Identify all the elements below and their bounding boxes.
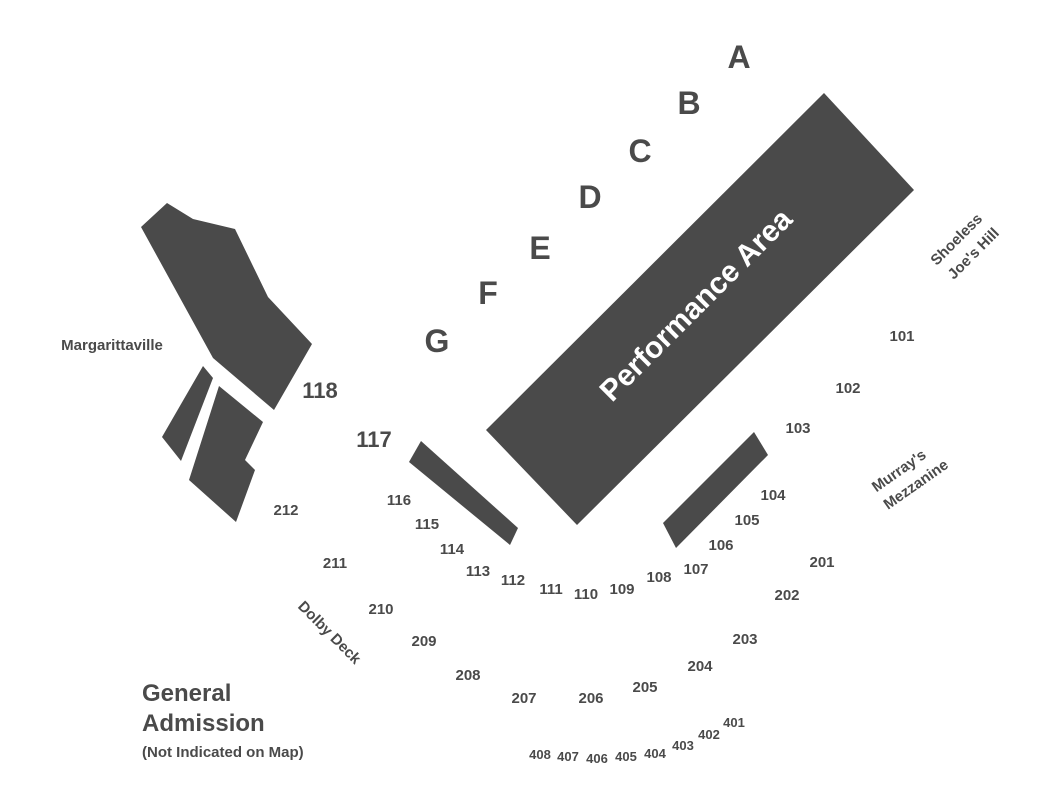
section-207[interactable]: 207	[511, 690, 536, 707]
dolby-deck-label: Dolby Deck	[294, 598, 364, 668]
section-407[interactable]: 407	[557, 749, 579, 764]
section-204[interactable]: 204	[687, 658, 713, 675]
section-112[interactable]: 112	[501, 572, 525, 589]
section-107[interactable]: 107	[683, 561, 708, 578]
section-108[interactable]: 108	[646, 569, 671, 586]
right-stage-wing[interactable]	[663, 432, 768, 548]
section-211[interactable]: 211	[323, 555, 347, 572]
row-g-label: G	[425, 323, 450, 359]
section-212[interactable]: 212	[273, 502, 298, 519]
section-114[interactable]: 114	[440, 541, 465, 558]
murrays-mezzanine-label: Murray's Mezzanine	[869, 446, 952, 513]
section-102[interactable]: 102	[835, 380, 860, 397]
section-118[interactable]: 118	[302, 378, 338, 403]
performance-area[interactable]: Performance Area	[486, 93, 914, 525]
section-109[interactable]: 109	[609, 581, 634, 598]
section-406[interactable]: 406	[586, 751, 608, 766]
row-d-label: D	[578, 179, 601, 215]
section-206[interactable]: 206	[578, 690, 603, 707]
general-admission-note-text: (Not Indicated on Map)	[142, 744, 304, 761]
margarittaville-label: Margarittaville	[61, 337, 163, 354]
section-209[interactable]: 209	[411, 633, 436, 650]
section-205[interactable]: 205	[632, 679, 657, 696]
section-405[interactable]: 405	[615, 749, 637, 764]
general-admission-line2: Admission	[142, 710, 265, 737]
section-104[interactable]: 104	[760, 487, 786, 504]
section-402[interactable]: 402	[698, 727, 720, 742]
section-210[interactable]: 210	[368, 601, 393, 618]
left-stage-wing[interactable]	[409, 441, 518, 545]
section-203[interactable]: 203	[732, 631, 757, 648]
row-a-label: A	[727, 39, 750, 75]
row-e-label: E	[529, 230, 550, 266]
section-105[interactable]: 105	[734, 512, 759, 529]
margarittaville-block-lower[interactable]	[189, 386, 263, 522]
general-admission-line1: General	[142, 680, 231, 707]
section-403[interactable]: 403	[672, 738, 694, 753]
section-117[interactable]: 117	[356, 427, 392, 452]
section-404[interactable]: 404	[644, 746, 666, 761]
margarittaville-block-small[interactable]	[162, 366, 213, 461]
section-111[interactable]: 111	[539, 581, 562, 598]
section-101[interactable]: 101	[889, 328, 914, 345]
section-201[interactable]: 201	[809, 554, 834, 571]
general-admission-note: General Admission (Not Indicated on Map)	[142, 680, 304, 761]
section-208[interactable]: 208	[455, 667, 480, 684]
section-408[interactable]: 408	[529, 747, 551, 762]
section-113[interactable]: 113	[466, 563, 490, 580]
section-401[interactable]: 401	[723, 715, 745, 730]
section-115[interactable]: 115	[415, 516, 439, 533]
margarittaville-block-large[interactable]	[141, 203, 312, 410]
row-c-label: C	[628, 133, 651, 169]
section-110[interactable]: 110	[574, 586, 598, 603]
section-103[interactable]: 103	[785, 420, 810, 437]
row-f-label: F	[478, 275, 498, 311]
row-b-label: B	[677, 85, 700, 121]
section-202[interactable]: 202	[774, 587, 799, 604]
shoeless-joes-hill-label: Shoeless Joe's Hill	[927, 210, 1002, 283]
section-116[interactable]: 116	[387, 492, 411, 509]
section-106[interactable]: 106	[708, 537, 733, 554]
performance-area-shape[interactable]	[486, 93, 914, 525]
